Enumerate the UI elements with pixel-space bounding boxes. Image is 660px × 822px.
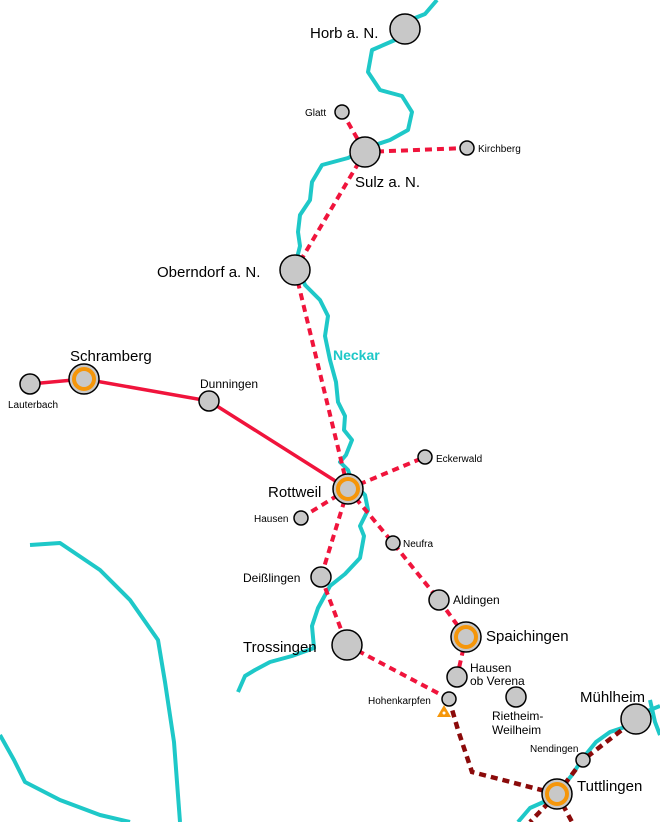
station-hausen[interactable] (293, 510, 309, 526)
rail-active-schramberg (29, 377, 349, 491)
rail-sulz-kirchberg (364, 146, 468, 154)
stations (19, 13, 652, 810)
label-spaichingen: Spaichingen (486, 628, 569, 645)
railways (29, 111, 638, 822)
rail-sulz-oberndorf (293, 150, 367, 272)
station-eckerwald[interactable] (417, 449, 433, 465)
rail-oberndorf-rottweil (293, 269, 350, 490)
label-tuttlingen: Tuttlingen (577, 778, 642, 795)
station-tuttlingen[interactable] (541, 778, 573, 810)
label-deisslingen: Deißlingen (243, 571, 300, 585)
rail-hohenkarpfen-tuttlingen (446, 698, 558, 797)
rail-rottweil-hausen (299, 487, 350, 520)
station-aldingen[interactable] (428, 589, 450, 611)
river-right-edge (648, 699, 660, 736)
rail-rottweil-spaichingen (346, 487, 468, 639)
station-neufra[interactable] (385, 535, 401, 551)
label-eckerwald: Eckerwald (436, 454, 482, 465)
river-neckar (236, 0, 439, 693)
label-rottweil: Rottweil (268, 484, 321, 501)
label-trossingen: Trossingen (243, 639, 317, 656)
station-glatt[interactable] (334, 104, 350, 120)
station-nendingen[interactable] (575, 752, 591, 768)
river-left-upper (29, 541, 182, 822)
label-hausen-ob-verena-1: Hausen (470, 661, 511, 675)
label-glatt: Glatt (305, 108, 326, 119)
station-lauterbach[interactable] (19, 373, 41, 395)
label-kirchberg: Kirchberg (478, 144, 521, 155)
station-horb[interactable] (389, 13, 421, 45)
station-kirchberg[interactable] (459, 140, 475, 156)
station-rietheim-weilheim[interactable] (505, 686, 527, 708)
label-hausen: Hausen (254, 514, 288, 525)
label-nendingen: Nendingen (530, 744, 578, 755)
river-left-lower (0, 734, 131, 822)
label-oberndorf: Oberndorf a. N. (157, 264, 260, 281)
station-oberndorf[interactable] (279, 254, 311, 286)
label-lauterbach: Lauterbach (8, 400, 58, 411)
station-rottweil[interactable] (332, 473, 364, 505)
label-hohenkarpfen: Hohenkarpfen (368, 696, 431, 707)
station-schramberg[interactable] (68, 363, 100, 395)
river-label-neckar: Neckar (333, 347, 380, 363)
station-deisslingen[interactable] (310, 566, 332, 588)
label-rietheim-1: Rietheim- (492, 709, 543, 723)
station-trossingen[interactable] (331, 629, 363, 661)
label-muehlheim: Mühlheim (580, 689, 645, 706)
station-dunningen[interactable] (198, 390, 220, 412)
station-hohenkarpfen[interactable] (441, 691, 457, 707)
label-neufra: Neufra (403, 539, 433, 550)
station-sulz[interactable] (349, 136, 381, 168)
label-hausen-ob-verena-2: ob Verena (470, 674, 525, 688)
label-dunningen: Dunningen (200, 377, 258, 391)
orange-triangle-icon (437, 705, 451, 717)
label-horb: Horb a. N. (310, 25, 378, 42)
label-sulz: Sulz a. N. (355, 174, 420, 191)
label-rietheim-2: Weilheim (492, 723, 541, 737)
rail-trossingen-hohenkarpfen (346, 643, 450, 701)
triangle-dot (442, 711, 446, 715)
station-spaichingen[interactable] (450, 621, 482, 653)
label-aldingen: Aldingen (453, 593, 500, 607)
station-hausen-ob-verena[interactable] (446, 666, 468, 688)
station-muehlheim[interactable] (620, 703, 652, 735)
label-schramberg: Schramberg (70, 348, 152, 365)
